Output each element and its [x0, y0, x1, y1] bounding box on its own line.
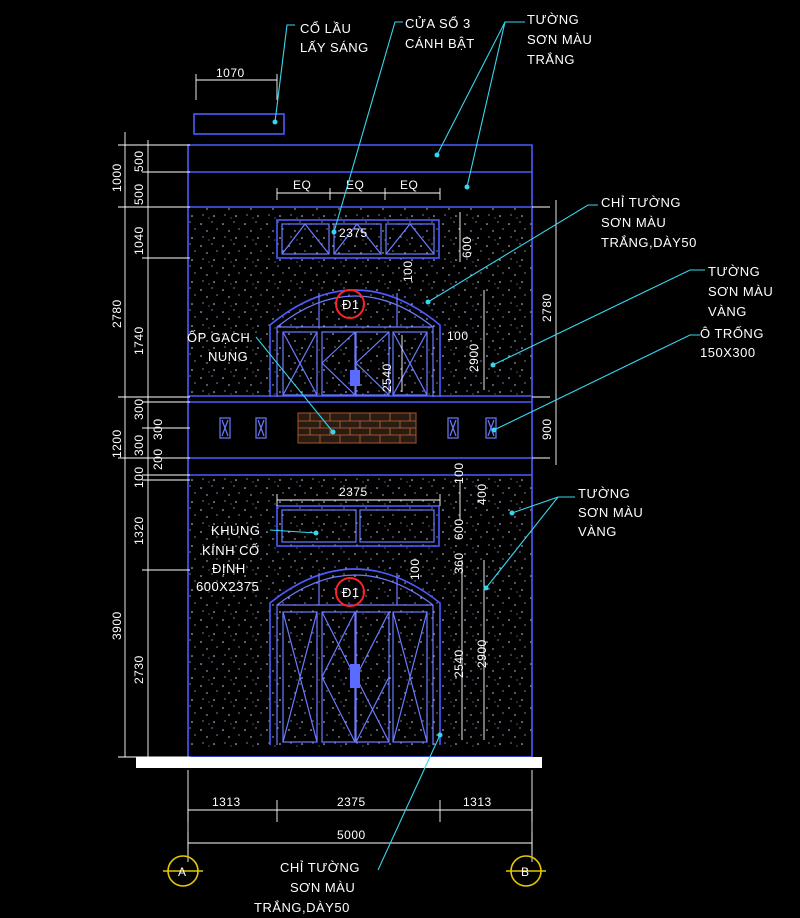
note-tuong-trang: TƯỜNG SƠN MÀU TRẮNG: [527, 12, 592, 67]
note-co-lau: CỔ LẦU LẤY SÁNG: [300, 21, 369, 55]
svg-text:SƠN MÀU: SƠN MÀU: [290, 880, 355, 895]
svg-text:SƠN MÀU: SƠN MÀU: [527, 32, 592, 47]
svg-text:600: 600: [460, 236, 474, 258]
svg-text:360: 360: [452, 552, 466, 574]
svg-text:CHỈ TƯỜNG: CHỈ TƯỜNG: [601, 195, 681, 210]
svg-text:1740: 1740: [132, 326, 146, 355]
svg-text:5000: 5000: [337, 828, 366, 842]
svg-text:Ô TRỐNG: Ô TRỐNG: [700, 326, 764, 341]
note-o-trong: Ô TRỐNG 150X300: [700, 326, 764, 360]
svg-text:900: 900: [540, 418, 554, 440]
top-window: [276, 219, 440, 259]
svg-text:1313: 1313: [212, 795, 241, 809]
axis-b: B: [506, 770, 546, 887]
svg-text:LẤY SÁNG: LẤY SÁNG: [300, 40, 369, 55]
svg-text:100: 100: [132, 466, 146, 488]
svg-text:2730: 2730: [132, 655, 146, 684]
svg-text:2780: 2780: [110, 299, 124, 328]
upper-wall-texture: [188, 207, 532, 397]
ground-line: [136, 757, 542, 768]
svg-text:3900: 3900: [110, 611, 124, 640]
svg-text:Đ1: Đ1: [342, 585, 360, 600]
svg-text:TRẮNG,DÀY50: TRẮNG,DÀY50: [254, 900, 350, 915]
svg-text:300: 300: [132, 398, 146, 420]
axis-a: A: [163, 770, 203, 887]
svg-text:VÀNG: VÀNG: [708, 304, 747, 319]
svg-text:KÍNH CỐ: KÍNH CỐ: [202, 543, 260, 558]
roof-box: [193, 113, 285, 135]
svg-text:2900: 2900: [475, 639, 489, 668]
svg-text:CÁNH BẬT: CÁNH BẬT: [405, 36, 475, 51]
svg-text:1070: 1070: [216, 66, 245, 80]
svg-text:CỔ LẦU: CỔ LẦU: [300, 21, 351, 36]
note-cua-so: CỬA SỔ 3 CÁNH BẬT: [405, 16, 475, 51]
svg-text:EQ: EQ: [346, 178, 364, 192]
door-tag-upper: Đ1: [335, 289, 365, 319]
svg-text:2375: 2375: [339, 485, 368, 499]
note-op-gach: ỐP GẠCH NUNG: [187, 330, 250, 364]
svg-text:TƯỜNG: TƯỜNG: [527, 12, 579, 27]
svg-text:TRẮNG,DÀY50: TRẮNG,DÀY50: [601, 235, 697, 250]
svg-text:100: 100: [452, 462, 466, 484]
svg-text:100: 100: [447, 329, 469, 343]
svg-text:KHUNG: KHUNG: [211, 523, 260, 538]
svg-text:2540: 2540: [380, 363, 394, 392]
svg-text:600: 600: [452, 518, 466, 540]
svg-text:1000: 1000: [110, 163, 124, 192]
balcony-band: [219, 412, 497, 444]
svg-text:SƠN MÀU: SƠN MÀU: [708, 284, 773, 299]
svg-text:ĐỊNH: ĐỊNH: [212, 561, 246, 576]
svg-text:SƠN MÀU: SƠN MÀU: [601, 215, 666, 230]
svg-text:600X2375: 600X2375: [196, 579, 259, 594]
note-tuong-vang-1: TƯỜNG SƠN MÀU VÀNG: [708, 264, 773, 319]
svg-text:VÀNG: VÀNG: [578, 524, 617, 539]
note-chi-tuong-top: CHỈ TƯỜNG SƠN MÀU TRẮNG,DÀY50: [601, 195, 697, 250]
note-tuong-vang-2: TƯỜNG SƠN MÀU VÀNG: [578, 486, 643, 539]
door-tag-lower: Đ1: [335, 577, 365, 607]
svg-text:TƯỜNG: TƯỜNG: [708, 264, 760, 279]
svg-text:100: 100: [408, 558, 422, 580]
svg-text:Đ1: Đ1: [342, 297, 360, 312]
note-khung-kinh: KHUNG KÍNH CỐ ĐỊNH 600X2375: [196, 523, 260, 594]
svg-text:2540: 2540: [452, 649, 466, 678]
svg-text:2375: 2375: [339, 226, 368, 240]
svg-text:CỬA SỔ 3: CỬA SỔ 3: [405, 16, 471, 31]
svg-text:SƠN MÀU: SƠN MÀU: [578, 505, 643, 520]
svg-text:EQ: EQ: [400, 178, 418, 192]
svg-text:2375: 2375: [337, 795, 366, 809]
svg-text:300: 300: [132, 434, 146, 456]
svg-text:B: B: [521, 865, 530, 879]
note-chi-tuong-bottom: CHỈ TƯỜNG SƠN MÀU TRẮNG,DÀY50: [254, 860, 360, 915]
svg-text:ỐP GẠCH: ỐP GẠCH: [187, 330, 250, 345]
svg-text:1313: 1313: [463, 795, 492, 809]
svg-text:TRẮNG: TRẮNG: [527, 52, 575, 67]
svg-text:100: 100: [401, 260, 415, 282]
svg-text:500: 500: [132, 150, 146, 172]
svg-text:200: 200: [151, 448, 165, 470]
svg-text:TƯỜNG: TƯỜNG: [578, 486, 630, 501]
svg-text:1040: 1040: [132, 226, 146, 255]
fixed-glass-frame: [276, 505, 440, 547]
leader-lines: [255, 21, 705, 871]
svg-text:NUNG: NUNG: [208, 349, 248, 364]
svg-text:CHỈ TƯỜNG: CHỈ TƯỜNG: [280, 860, 360, 875]
svg-text:EQ: EQ: [293, 178, 311, 192]
svg-text:1200: 1200: [110, 429, 124, 458]
svg-text:1320: 1320: [132, 516, 146, 545]
svg-text:150X300: 150X300: [700, 345, 756, 360]
svg-text:300: 300: [151, 418, 165, 440]
svg-text:A: A: [178, 865, 187, 879]
svg-text:2900: 2900: [467, 343, 481, 372]
svg-text:2780: 2780: [540, 293, 554, 322]
svg-text:400: 400: [475, 483, 489, 505]
svg-text:500: 500: [132, 183, 146, 205]
